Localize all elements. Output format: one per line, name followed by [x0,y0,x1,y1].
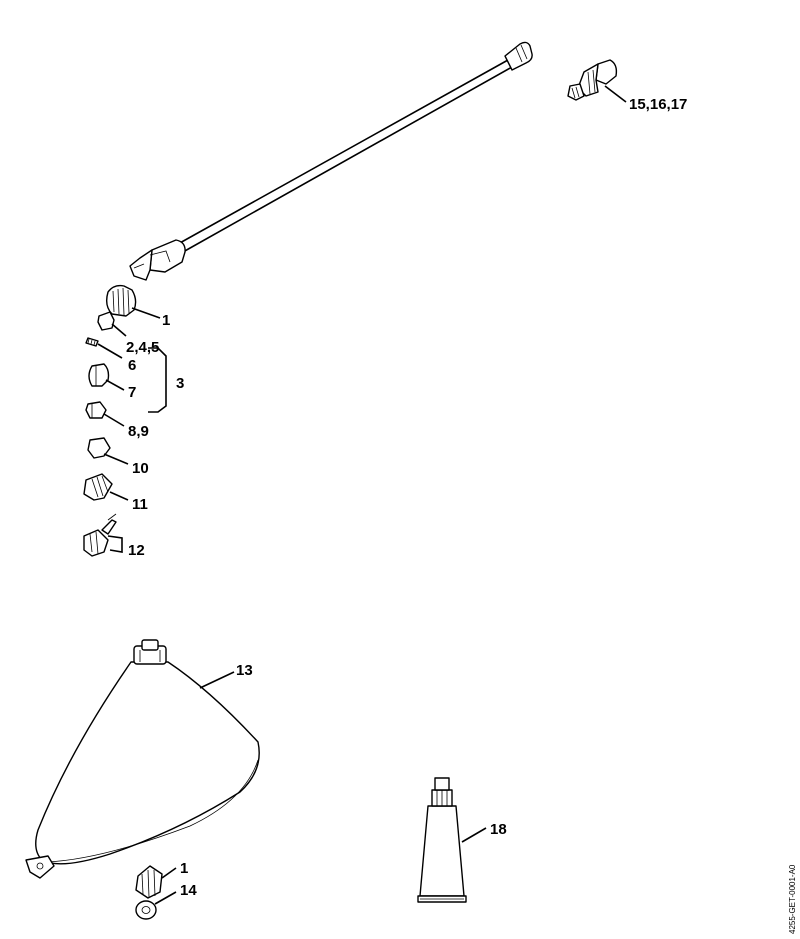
bracket-part-3 [148,347,167,413]
part-8-9-seal [85,401,125,427]
label-10: 10 [132,460,149,477]
part-6-spring [85,337,123,359]
label-15-16-17: 15,16,17 [629,96,687,113]
part-10-cap [87,437,129,465]
label-13: 13 [236,662,253,679]
part-7-insert [88,363,125,391]
spray-tube [129,41,533,281]
part-12-nozzle-pin [83,513,123,557]
drawing-code: 4255-GET-0001-A0 [788,864,797,934]
part-15-16-17-fitting [567,59,627,103]
part-13-spray-shield [25,639,260,879]
part-18-grease-tube [417,777,487,903]
label-2-4-5: 2,4,5 [126,339,159,356]
label-11: 11 [132,496,148,513]
part-14-washer [135,891,177,920]
label-3: 3 [176,375,184,392]
part-2-4-5-adapter [97,311,127,337]
label-7: 7 [128,384,136,401]
label-18: 18 [490,821,507,838]
part-1-nut-bottom [135,865,177,899]
label-8-9: 8,9 [128,423,149,440]
label-1-bottom: 1 [180,860,188,877]
label-14: 14 [180,882,197,899]
part-11-spray-nozzle [83,473,129,501]
part-1-nut [105,284,161,319]
label-12: 12 [128,542,145,559]
label-1-top: 1 [162,312,170,329]
label-6: 6 [128,357,136,374]
